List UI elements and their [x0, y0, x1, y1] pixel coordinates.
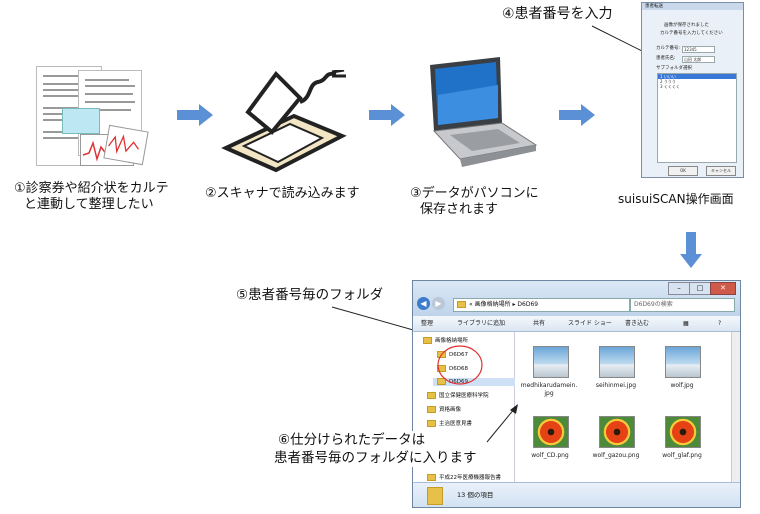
view-icon[interactable]: ▦ — [683, 320, 689, 327]
item-count: 13 個の項目 — [457, 491, 494, 499]
laptop-illustration — [430, 57, 538, 167]
back-icon[interactable]: ◀ — [417, 297, 430, 310]
file-area: medhikarudamein.jpg seihinmei.jpg wolf.j… — [515, 332, 731, 482]
right-arrow-icon — [559, 104, 595, 126]
minimize-icon[interactable]: – — [668, 282, 690, 295]
highlight-circle — [437, 345, 483, 385]
nav-item-label: D6D69 — [449, 379, 468, 385]
nav-item-folder[interactable]: 資格画像 — [427, 406, 461, 414]
step5-label: ⑤患者番号毎のフォルダ — [236, 287, 384, 303]
nav-item-folder[interactable]: 平成22年医療機器報告書 — [427, 474, 501, 482]
breadcrumb-root[interactable]: 画像格納場所 — [474, 301, 511, 308]
close-icon[interactable]: ✕ — [710, 282, 736, 295]
search-input[interactable]: D6D69の検索 — [630, 298, 735, 312]
nav-item-folder[interactable]: 主治医意見書 — [427, 420, 472, 428]
step2-label: ②スキャナで読み込みます — [205, 186, 360, 201]
file-name[interactable]: wolf.jpg — [670, 382, 694, 389]
image-thumbnail[interactable] — [599, 346, 635, 378]
subfolder-list[interactable]: 1 いいい 2 ううう 3 くくくく — [657, 73, 737, 163]
toolbar-burn[interactable]: 書き込む — [625, 320, 650, 327]
address-bar[interactable]: « 画像格納場所 ▸ D6D69 — [453, 298, 630, 312]
image-thumbnail[interactable] — [599, 416, 635, 448]
chart-number-label: カルテ番号: — [656, 46, 681, 51]
scrollbar[interactable] — [731, 332, 740, 482]
list-item[interactable]: 1 いいい — [658, 74, 736, 79]
right-arrow-icon — [369, 104, 405, 126]
folder-icon — [427, 392, 436, 399]
list-item[interactable]: 3 くくくく — [660, 84, 680, 89]
toolbar-slideshow[interactable]: スライド ショー — [568, 320, 612, 327]
nav-item-folder[interactable]: 国立保健医療科学院 — [427, 392, 489, 400]
documents-illustration — [34, 64, 149, 176]
toolbar-add-library[interactable]: ライブラリに追加 — [457, 320, 506, 327]
cancel-button[interactable]: キャンセル — [706, 166, 736, 176]
nav-item-label: 主治医意見書 — [439, 421, 473, 427]
dialog-caption: suisuiSCAN操作画面 — [618, 192, 734, 206]
forward-icon[interactable]: ▶ — [432, 297, 445, 310]
status-bar: 13 個の項目 — [413, 482, 740, 507]
step3-label: ③データがパソコンに 保存されます — [410, 186, 539, 218]
ok-button[interactable]: OK — [668, 166, 698, 176]
file-name[interactable]: seihinmei.jpg — [595, 382, 637, 389]
file-name[interactable]: wolf_gazou.png — [592, 452, 640, 459]
patient-name-field[interactable]: 山田 太郎 — [682, 56, 715, 63]
right-arrow-icon — [177, 104, 213, 126]
breadcrumb-leaf[interactable]: D6D69 — [517, 301, 539, 308]
explorer-titlebar: – □ ✕ ◀ ▶ « 画像格納場所 ▸ D6D69 D6D69の検索 — [413, 281, 740, 316]
step1-label: ①診察券や紹介状をカルテ と連動して整理したい — [14, 181, 169, 213]
image-thumbnail[interactable] — [665, 416, 701, 448]
subfolder-label: サブフォルダ選択 — [656, 66, 692, 71]
step1-label-line2: と連動して整理したい — [24, 197, 154, 212]
image-thumbnail[interactable] — [533, 346, 569, 378]
image-thumbnail[interactable] — [533, 416, 569, 448]
nav-item-label: 国立保健医療科学院 — [439, 393, 489, 399]
step3-label-line1: ③データがパソコンに — [410, 186, 539, 201]
scanner-illustration — [221, 70, 347, 173]
dialog-message-1: 画像が保存されました — [664, 23, 709, 28]
nav-item-label: D6D67 — [449, 352, 468, 358]
folder-icon — [427, 474, 436, 481]
explorer-window: – □ ✕ ◀ ▶ « 画像格納場所 ▸ D6D69 D6D69の検索 整理 ラ… — [412, 280, 741, 508]
suisuiscan-dialog: 患者転送 画像が保存されました カルテ番号を入力してください カルテ番号: 12… — [641, 2, 744, 178]
nav-item-label: 画像格納場所 — [435, 338, 469, 344]
step6-label-line2: 患者番号毎のフォルダに入ります — [274, 450, 477, 466]
step3-label-line2: 保存されます — [420, 202, 499, 217]
maximize-icon[interactable]: □ — [689, 282, 711, 295]
folder-icon — [427, 406, 436, 413]
window-controls: – □ ✕ — [668, 282, 736, 295]
step6-label: ⑥仕分けられたデータは 患者番号毎のフォルダに入ります — [272, 431, 479, 467]
dialog-title: 患者転送 — [642, 3, 743, 10]
explorer-toolbar: 整理 ライブラリに追加 共有 スライド ショー 書き込む ▦ ? — [413, 316, 740, 332]
dialog-message-2: カルテ番号を入力してください — [660, 31, 723, 36]
down-arrow-icon — [680, 232, 702, 268]
nav-item-label: D6D68 — [449, 366, 468, 372]
chart-number-field[interactable]: 12345 — [682, 46, 715, 53]
help-icon[interactable]: ? — [718, 320, 722, 327]
patient-name-label: 患者氏名: — [656, 56, 676, 61]
step4-label: ④患者番号を入力 — [502, 6, 613, 22]
folder-icon — [457, 301, 466, 308]
file-name[interactable]: medhikarudamein.jpg — [520, 382, 578, 397]
folder-icon — [437, 378, 446, 385]
step1-label-line1: ①診察券や紹介状をカルテ — [14, 181, 169, 196]
toolbar-share[interactable]: 共有 — [533, 320, 546, 327]
file-name[interactable]: wolf_CD.png — [531, 452, 569, 459]
step6-label-line1: ⑥仕分けられたデータは — [278, 432, 426, 448]
pointer-line — [486, 404, 518, 443]
nav-item-folder[interactable]: D6D69 — [433, 378, 517, 386]
folder-icon — [427, 487, 443, 505]
nav-item-root[interactable]: 画像格納場所 — [423, 337, 468, 345]
nav-item-label: 平成22年医療機器報告書 — [439, 475, 501, 481]
file-name[interactable]: wolf_glaf.png — [662, 452, 702, 459]
image-thumbnail[interactable] — [665, 346, 701, 378]
folder-icon — [423, 337, 432, 344]
nav-item-label: 資格画像 — [439, 407, 462, 413]
list-item[interactable]: 2 ううう — [660, 79, 676, 84]
nav-item-folder[interactable]: D6D68 — [437, 365, 468, 373]
toolbar-organize[interactable]: 整理 — [421, 320, 434, 327]
folder-icon — [437, 365, 446, 372]
folder-icon — [427, 420, 436, 427]
